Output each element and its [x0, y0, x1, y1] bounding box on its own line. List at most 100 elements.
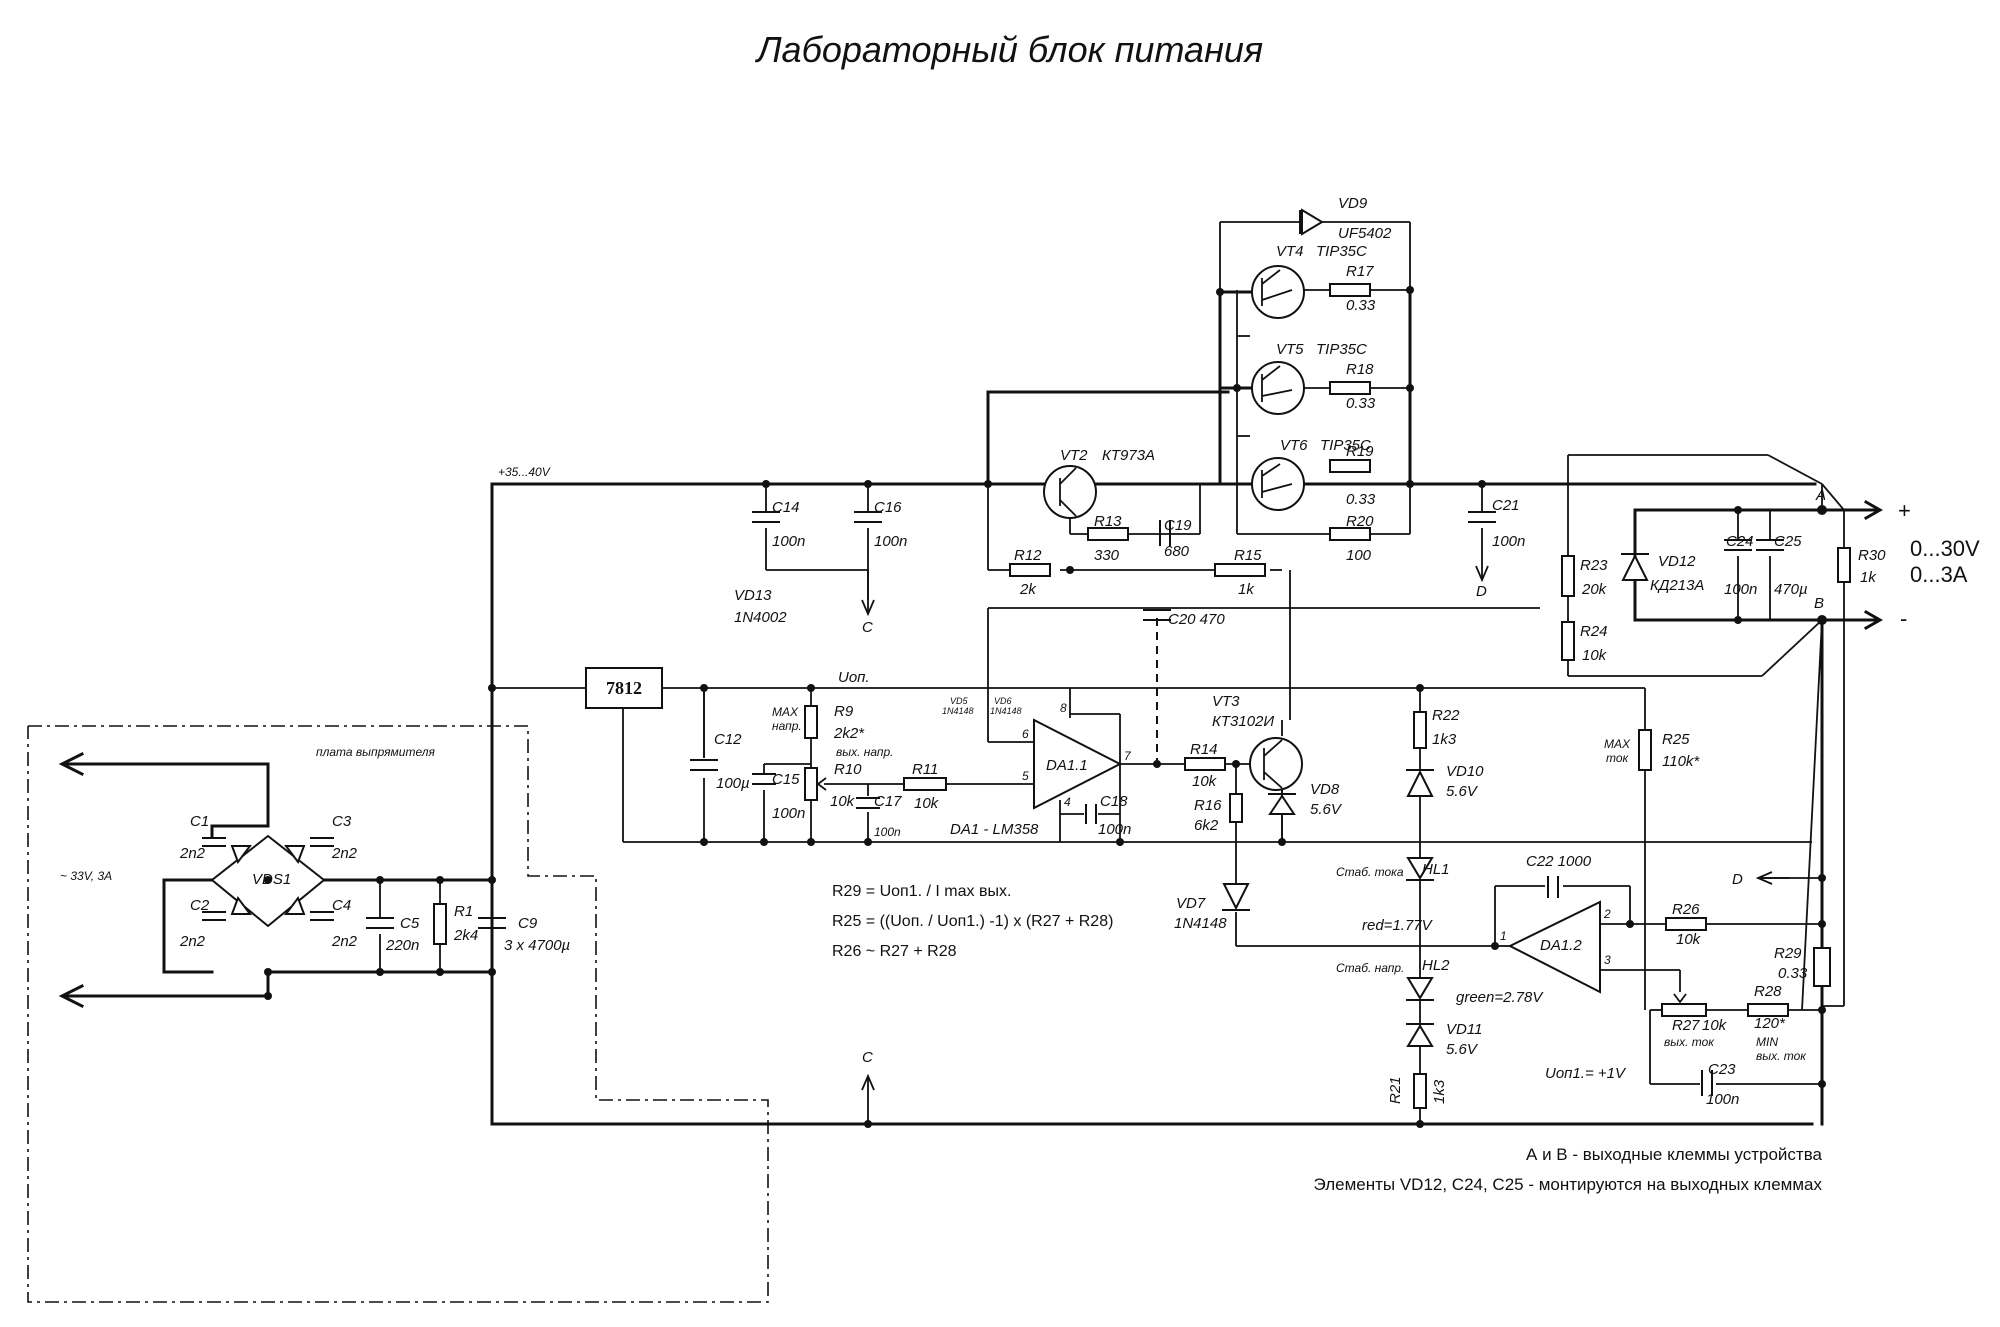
vt2-label: VT2 [1060, 447, 1088, 464]
range-current: 0...3A [1910, 562, 1968, 587]
c16-label: C16 [874, 499, 902, 516]
hl2-note: Стаб. напр. [1336, 961, 1404, 975]
r27-label: R27 [1672, 1017, 1700, 1034]
c9-value: 3 x 4700µ [504, 937, 570, 954]
vd6-label: VD6 [994, 696, 1012, 706]
r1-value: 2k4 [453, 927, 478, 944]
r13-value: 330 [1094, 547, 1120, 564]
hl2-label: HL2 [1422, 957, 1450, 974]
r17-label: R17 [1346, 263, 1374, 280]
c1-value: 2n2 [179, 845, 206, 862]
c18-value: 100n [1098, 821, 1131, 838]
hl2-color: green=2.78V [1456, 989, 1544, 1006]
c14-label: C14 [772, 499, 800, 516]
vd12-type: КД213А [1650, 577, 1704, 594]
node-a: A [1815, 487, 1826, 504]
r26-value: 10k [1676, 931, 1702, 948]
vt6-label: VT6 [1280, 437, 1308, 454]
range-voltage: 0...30V [1910, 536, 1980, 561]
vd12-label: VD12 [1658, 553, 1696, 570]
r23-label: R23 [1580, 557, 1608, 574]
c20-label: C20 470 [1168, 611, 1225, 628]
r29-value: 0.33 [1778, 965, 1808, 982]
board-label: плата выпрямителя [316, 745, 436, 759]
r9-label: R9 [834, 703, 854, 720]
pin6: 6 [1022, 727, 1029, 741]
c15-value: 100n [772, 805, 805, 822]
r13-label: R13 [1094, 513, 1122, 530]
transistor-vt6 [1251, 457, 1305, 511]
r28-value: 120* [1754, 1015, 1786, 1032]
r26-label: R26 [1672, 901, 1700, 918]
input-label: ~ 33V, 3A [60, 869, 112, 883]
net-c-top: C [862, 619, 873, 636]
r9-note: MAX [772, 705, 799, 719]
c2-value: 2n2 [179, 933, 206, 950]
c12-label: C12 [714, 731, 742, 748]
c25-label: C25 [1774, 533, 1802, 550]
opamp-da1-1 [1033, 718, 1123, 810]
vd8-label: VD8 [1310, 781, 1340, 798]
note-terminals: А и В - выходные клеммы устройства [1526, 1145, 1823, 1164]
c17-label: C17 [874, 793, 902, 810]
formula-r29: R29 = Uоп1. / I max вых. [832, 883, 1011, 900]
r28-note2: вых. ток [1756, 1049, 1807, 1063]
transistor-vt5 [1251, 361, 1305, 415]
rail-label: +35...40V [498, 465, 551, 479]
r27-value: 10k [1702, 1017, 1728, 1034]
r18-value: 0.33 [1346, 395, 1376, 412]
c21-label: C21 [1492, 497, 1520, 514]
r22-label: R22 [1432, 707, 1460, 724]
net-d-right: D [1732, 871, 1743, 888]
regulator-label: 7812 [606, 678, 642, 698]
hl1-label: HL1 [1422, 861, 1450, 878]
c22-label: C22 1000 [1526, 853, 1592, 870]
c24-value: 100n [1724, 581, 1757, 598]
vd13-label: VD13 [734, 587, 772, 604]
c23-label: C23 [1708, 1061, 1736, 1078]
da12-pin3: 3 [1604, 953, 1611, 967]
r10-label: R10 [834, 761, 862, 778]
da12-pin1: 1 [1500, 929, 1507, 943]
regulator-7812 [585, 667, 663, 709]
r29-label: R29 [1774, 945, 1802, 962]
wires [58, 221, 1884, 1126]
r16-value: 6k2 [1194, 817, 1219, 834]
r12-label: R12 [1014, 547, 1042, 564]
hl1-color: red=1.77V [1362, 917, 1434, 934]
vd10-value: 5.6V [1446, 783, 1479, 800]
c1-label: C1 [190, 813, 209, 830]
r20-label: R20 [1346, 513, 1374, 530]
da11-label: DA1.1 [1046, 757, 1088, 774]
r1-label: R1 [454, 903, 473, 920]
r15-value: 1k [1238, 581, 1255, 598]
da12-pin2: 2 [1603, 907, 1611, 921]
vt4-label: VT4 [1276, 243, 1304, 260]
vd5-label: VD5 [950, 696, 969, 706]
r21-label: R21 [1387, 1076, 1404, 1104]
plus-terminal: + [1898, 498, 1911, 523]
transistor-vt2 [1043, 465, 1097, 519]
net-d-top: D [1476, 583, 1487, 600]
c4-value: 2n2 [331, 933, 358, 950]
vd6-type: 1N4148 [990, 706, 1022, 716]
hl1-note: Стаб. тока [1336, 865, 1404, 879]
r23-value: 20k [1581, 581, 1608, 598]
vd5-type: 1N4148 [942, 706, 974, 716]
vt2-type: КТ973А [1102, 447, 1155, 464]
junctions [264, 286, 1827, 1128]
r11-label: R11 [912, 761, 938, 778]
r15-label: R15 [1234, 547, 1262, 564]
vd13-type: 1N4002 [734, 609, 787, 626]
r17-value: 0.33 [1346, 297, 1376, 314]
net-c-bottom: C [862, 1049, 873, 1066]
c3-value: 2n2 [331, 845, 358, 862]
uop-label: Uоп. [838, 669, 870, 686]
formula-r26: R26 ~ R27 + R28 [832, 943, 957, 960]
vd7-label: VD7 [1176, 895, 1206, 912]
r24-label: R24 [1580, 623, 1608, 640]
formula-r25: R25 = ((Uоп. / Uоп1.) -1) x (R27 + R28) [832, 913, 1113, 930]
r28-label: R28 [1754, 983, 1782, 1000]
r27-note: вых. ток [1664, 1035, 1715, 1049]
